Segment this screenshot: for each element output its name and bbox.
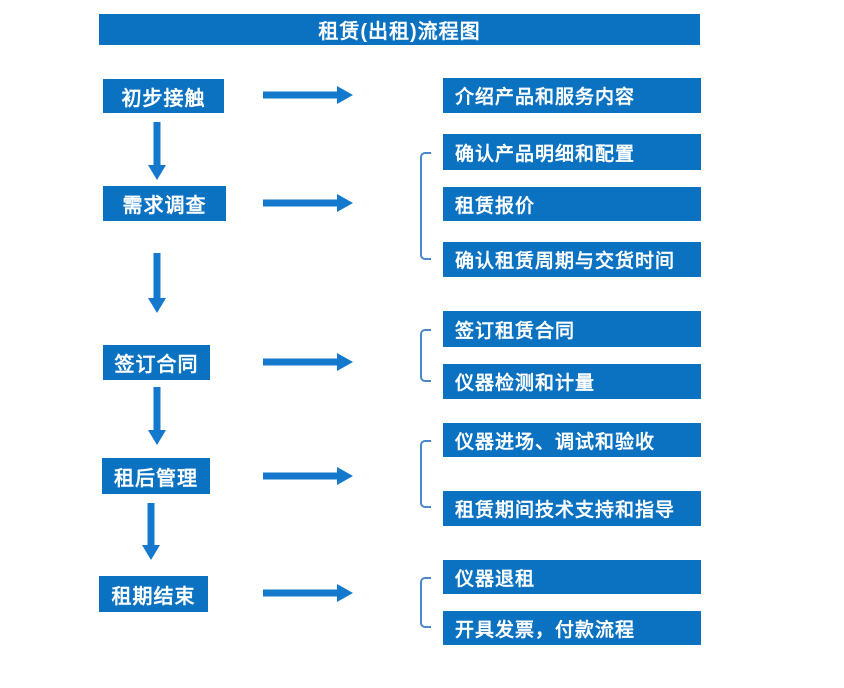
output-label: 确认租赁周期与交货时间 bbox=[455, 251, 676, 272]
output-box: 租赁报价 bbox=[443, 187, 701, 221]
output-label: 签订租赁合同 bbox=[455, 320, 576, 342]
arrow-down-icon bbox=[141, 503, 161, 560]
group-bracket bbox=[420, 329, 431, 382]
output-label: 仪器退租 bbox=[455, 568, 536, 590]
step-label: 租后管理 bbox=[114, 467, 198, 490]
output-box: 确认产品明细和配置 bbox=[443, 134, 701, 170]
step-label: 初步接触 bbox=[121, 87, 206, 110]
step-box-rental-end: 租期结束 bbox=[99, 576, 208, 612]
arrow-down-icon bbox=[147, 387, 167, 445]
step-box-sign-contract: 签订合同 bbox=[103, 345, 210, 380]
output-label: 介绍产品和服务内容 bbox=[455, 87, 636, 108]
arrow-down-icon bbox=[147, 253, 167, 313]
diagram-title: 租赁(出租)流程图 bbox=[318, 21, 481, 43]
arrow-right-icon bbox=[263, 86, 353, 104]
step-label: 需求调查 bbox=[122, 195, 207, 217]
arrow-down-icon bbox=[147, 122, 167, 180]
step-box-post-rental-management: 租后管理 bbox=[102, 458, 210, 494]
arrow-right-icon bbox=[263, 194, 353, 212]
output-label: 仪器进场、调试和验收 bbox=[455, 431, 656, 453]
output-label: 开具发票，付款流程 bbox=[455, 619, 636, 641]
group-bracket bbox=[420, 152, 431, 260]
arrow-right-icon bbox=[263, 584, 353, 602]
group-bracket bbox=[420, 440, 431, 508]
output-box: 签订租赁合同 bbox=[443, 311, 701, 347]
step-label: 签订合同 bbox=[114, 354, 199, 376]
output-box: 仪器进场、调试和验收 bbox=[443, 423, 701, 457]
group-bracket bbox=[420, 577, 431, 628]
output-label: 仪器检测和计量 bbox=[455, 373, 596, 394]
output-box: 介绍产品和服务内容 bbox=[443, 78, 701, 113]
output-box: 开具发票，付款流程 bbox=[443, 611, 701, 645]
arrow-right-icon bbox=[263, 353, 353, 371]
output-label: 确认产品明细和配置 bbox=[455, 143, 636, 165]
output-label: 租赁报价 bbox=[455, 195, 536, 217]
arrow-right-icon bbox=[263, 467, 353, 485]
step-box-initial-contact: 初步接触 bbox=[103, 79, 224, 113]
step-label: 租期结束 bbox=[111, 585, 196, 608]
output-box: 租赁期间技术支持和指导 bbox=[443, 491, 701, 526]
output-label: 租赁期间技术支持和指导 bbox=[455, 500, 676, 521]
output-box: 仪器退租 bbox=[443, 560, 701, 594]
output-box: 确认租赁周期与交货时间 bbox=[443, 242, 701, 277]
step-box-demand-survey: 需求调查 bbox=[103, 186, 226, 221]
diagram-title-bar: 租赁(出租)流程图 bbox=[99, 14, 700, 45]
output-box: 仪器检测和计量 bbox=[443, 364, 701, 399]
